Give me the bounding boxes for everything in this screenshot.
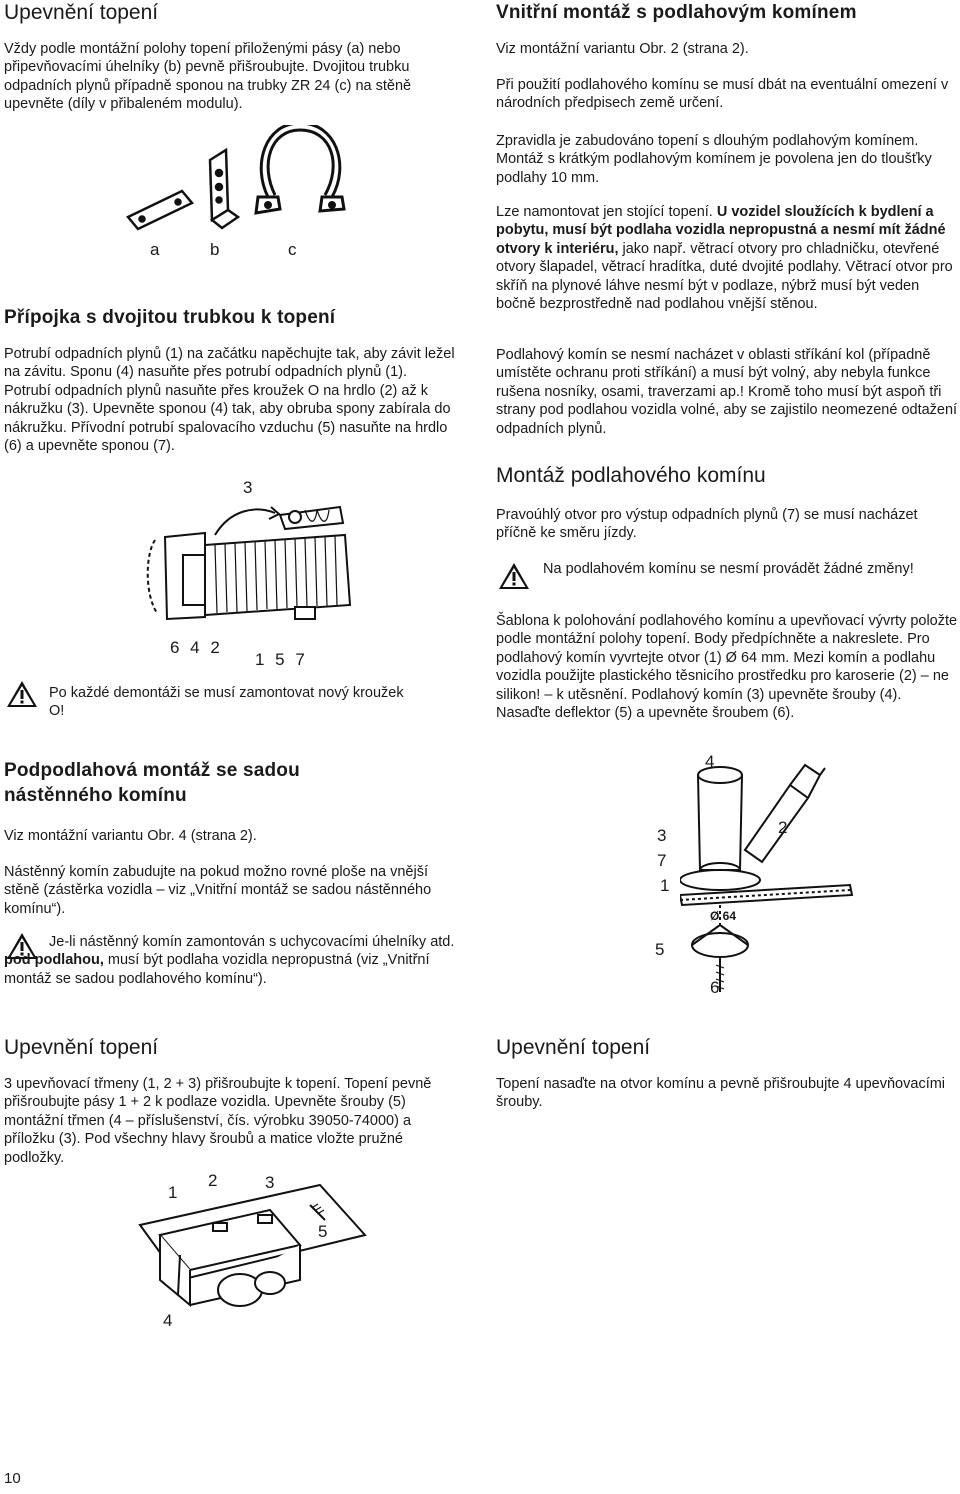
section-title-upevneni-topeni-2: Upevnění topení <box>4 1036 159 1059</box>
figure-label-2: 2 <box>778 818 788 837</box>
warning-text-o-ring: Po každé demontáži se musí zamontovat no… <box>49 685 404 720</box>
paragraph-part-a: Lze namontovat jen stojící topení. <box>496 204 717 220</box>
figure-label-a: a <box>150 240 160 259</box>
heater-brackets-figure <box>138 1183 367 1308</box>
figure-label-5: 5 <box>318 1222 328 1241</box>
figure-label-1: 1 <box>168 1183 178 1202</box>
paragraph-strikani-kol: Podlahový komín se nesmí nacházet v obla… <box>496 347 958 437</box>
figure-label-b: b <box>210 240 220 259</box>
paragraph-viz-obr-2: Viz montážní variantu Obr. 2 (strana 2). <box>496 41 749 57</box>
warning-text-part-a: Je-li nástěnný komín zamontován s uchyco… <box>49 934 455 950</box>
warning-text-zmeny: Na podlahovém komínu se nesmí provádět ž… <box>543 561 914 577</box>
figure-label-6-4-2: 6 4 2 <box>170 638 220 657</box>
section-title-upevneni-topeni-1: Upevnění topení <box>4 1 159 24</box>
figure-label-3: 3 <box>657 826 667 845</box>
paragraph-narodni-predpisy: Při použití podlahového komínu se musí d… <box>496 77 949 112</box>
figure-label-4: 4 <box>705 752 715 771</box>
angle-bracket-b <box>208 147 241 230</box>
paragraph-dlouhy-komin: Zpravidla je zabudováno topení s dlouhým… <box>496 133 932 186</box>
paragraph-bold: U vozidel sloužících k bydlení a pobytu,… <box>496 204 946 257</box>
section-title-podpodlahova: Podpodlahová montáž se sadou nástěnného … <box>4 760 300 806</box>
double-pipe-connection-figure <box>146 505 352 621</box>
figure-label-7: 7 <box>657 851 667 870</box>
section-title-montaz-komin: Montáž podlahového komínu <box>496 464 766 487</box>
paragraph-viz-obr-4: Viz montážní variantu Obr. 4 (strana 2). <box>4 828 257 844</box>
paragraph-part-c: jako např. větrací otvory pro chladničku… <box>496 240 953 313</box>
paragraph-nastenny-komin: Nástěnný komín zabudujte na pokud možno … <box>4 864 432 917</box>
paragraph-pripojka: Potrubí odpadních plynů (1) na začátku n… <box>4 346 455 455</box>
paragraph-stojici-topeni: Lze namontovat jen stojící topení. U voz… <box>496 203 960 313</box>
mounting-strap-a <box>126 189 194 231</box>
floor-chimney-figure <box>680 763 854 992</box>
warning-text-bold: pod podlahou, <box>4 952 104 969</box>
paragraph-upevneni-topeni-2: 3 upevňovací třmeny (1, 2 + 3) přišroubu… <box>4 1076 432 1166</box>
section-title-vnitrni-montaz: Vnitřní montáž s podlahovým komínem <box>496 2 857 23</box>
figure-label-5: 5 <box>655 940 665 959</box>
figure-label-2: 2 <box>208 1171 218 1190</box>
warning-text-pod-podlahou: Je-li nástěnný komín zamontován s uchyco… <box>4 933 464 988</box>
figure-label-1: 1 <box>660 876 670 895</box>
paragraph-pravouhly-otvor: Pravoúhlý otvor pro výstup odpadních ply… <box>496 507 918 542</box>
mounting-parts-figure <box>126 125 346 231</box>
warning-icon <box>499 563 529 589</box>
pipe-clamp-c <box>254 125 346 215</box>
warning-icon <box>7 681 37 707</box>
figure-label-1-5-7: 1 5 7 <box>255 650 305 669</box>
figure-label-4: 4 <box>163 1311 173 1330</box>
paragraph-sablona: Šablona k polohování podlahového komínu … <box>496 613 958 722</box>
paragraph-upevneni-topeni-3: Topení nasaďte na otvor komínu a pevně p… <box>496 1076 946 1111</box>
figure-label-3: 3 <box>265 1173 275 1192</box>
warning-icon <box>7 933 37 959</box>
paragraph-upevneni-topeni-1: Vždy podle montážní polohy topení přilož… <box>4 41 412 113</box>
figure-label-3: 3 <box>243 478 253 497</box>
diameter-label: Ø 64 <box>710 909 737 923</box>
section-title-pripojka: Přípojka s dvojitou trubkou k topení <box>4 307 336 328</box>
section-title-upevneni-topeni-3: Upevnění topení <box>496 1036 651 1059</box>
warning-text-part-c: musí být podlaha vozidla nepropustná (vi… <box>4 952 430 987</box>
page-number: 10 <box>4 1470 21 1487</box>
figure-label-6: 6 <box>710 978 720 997</box>
figure-label-c: c <box>288 240 297 259</box>
